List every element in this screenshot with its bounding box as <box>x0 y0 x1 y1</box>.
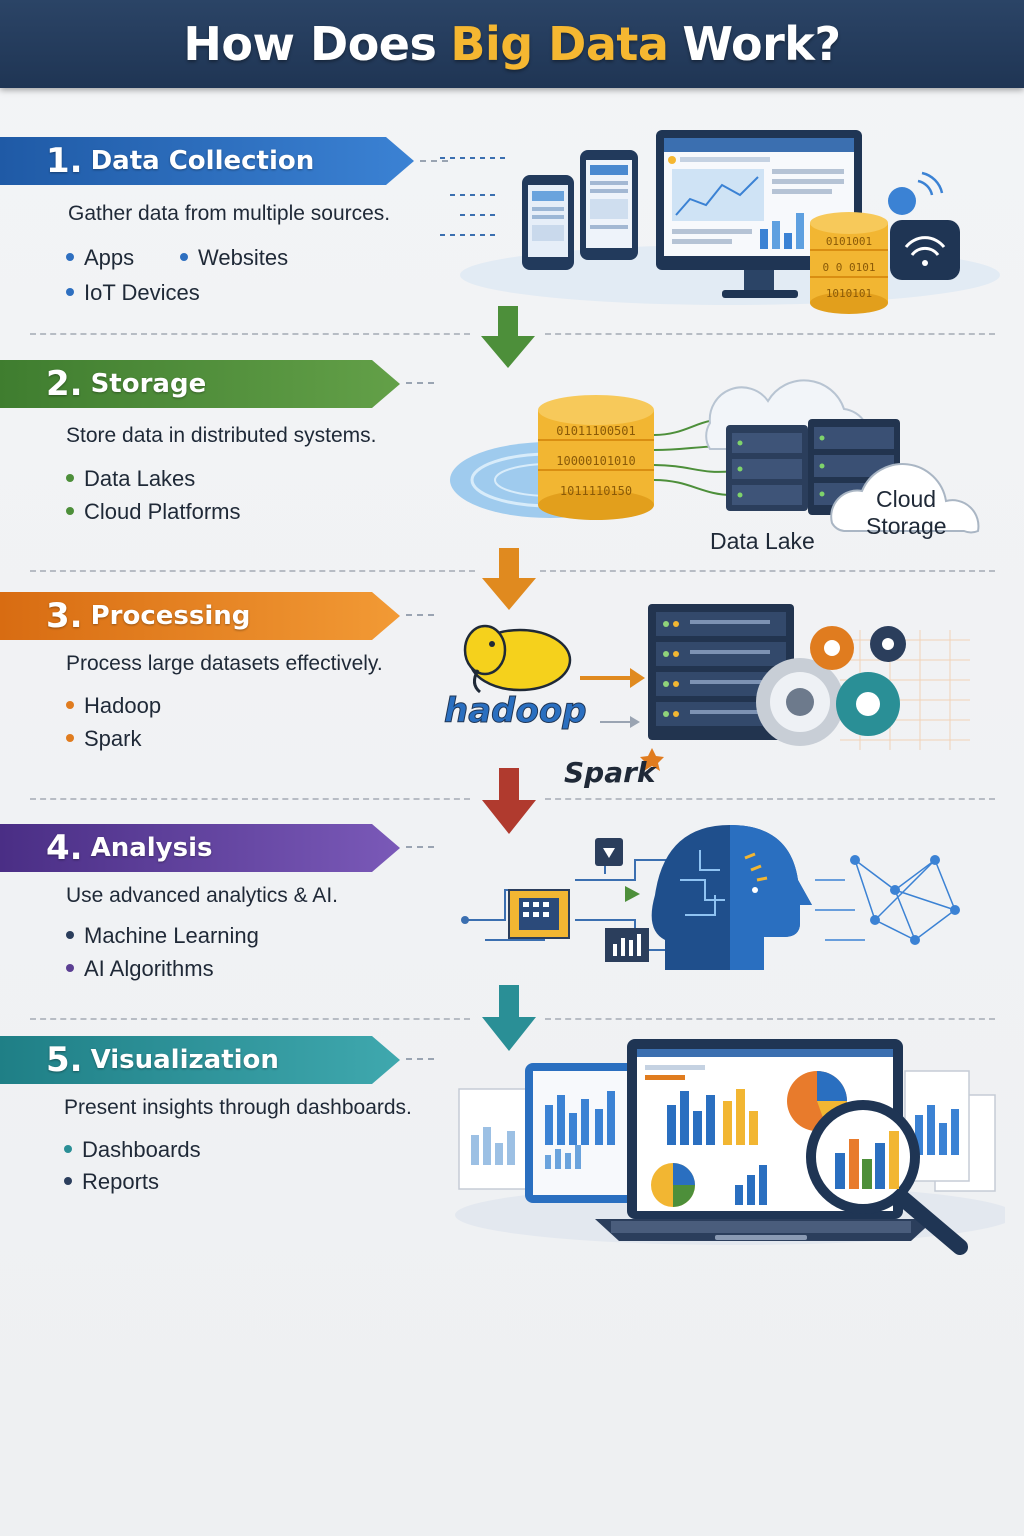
step-label: Data Collection <box>90 146 315 176</box>
cloud-storage-label-line2: Storage <box>866 513 947 539</box>
bullet-item: Dashboards <box>64 1137 201 1163</box>
svg-text:0101001: 0101001 <box>826 235 872 248</box>
title-prefix: How Does <box>183 17 437 71</box>
title-highlight: Big Data <box>450 17 669 71</box>
storage-illustration: 01011100501 10000101010 1011110150 <box>450 379 980 534</box>
down-arrow-icon <box>482 548 536 610</box>
step-label: Analysis <box>90 833 213 863</box>
hadoop-logo-icon <box>463 624 572 694</box>
step-number: 5. <box>46 1040 83 1080</box>
data-lake-label: Data Lake <box>710 528 815 554</box>
ai-head-icon <box>651 825 812 970</box>
bullet-item: Data Lakes <box>66 466 195 492</box>
section-divider <box>30 333 470 335</box>
section-divider <box>545 333 995 335</box>
section-divider <box>30 570 475 572</box>
svg-text:0 0 0101: 0 0 0101 <box>823 261 876 274</box>
spark-logo-text: Spark <box>564 756 658 789</box>
svg-text:10000101010: 10000101010 <box>556 454 635 468</box>
spark-logo-icon <box>640 748 664 771</box>
tablet-icon <box>580 150 638 260</box>
visualization-illustration <box>455 1039 1005 1255</box>
section-divider <box>540 570 995 572</box>
bullet-item: Reports <box>64 1169 159 1195</box>
section-divider <box>30 798 470 800</box>
section-divider <box>30 1018 470 1020</box>
processing-illustration: hadoop <box>444 604 970 789</box>
step-label: Visualization <box>90 1045 279 1075</box>
bullet-item: Websites <box>180 245 288 271</box>
network-graph-icon <box>815 858 956 941</box>
bullet-item: AI Algorithms <box>66 956 214 982</box>
bullet-item: Machine Learning <box>66 923 259 949</box>
chip-icon <box>508 889 570 939</box>
bullet-item: Apps <box>66 245 134 271</box>
magnifier-icon <box>806 1100 968 1255</box>
svg-text:1011110150: 1011110150 <box>560 484 632 498</box>
analysis-illustration <box>461 825 960 970</box>
down-arrow-icon <box>482 768 536 834</box>
arrow-icon <box>580 668 645 728</box>
step-description: Gather data from multiple sources. <box>68 202 391 225</box>
step-description: Store data in distributed systems. <box>66 424 377 447</box>
bullet-item: Cloud Platforms <box>66 499 241 525</box>
cloud-storage-label-line1: Cloud <box>876 486 937 512</box>
down-arrow-icon <box>482 985 536 1051</box>
bullet-item: Spark <box>66 726 141 752</box>
step-number: 4. <box>46 828 83 868</box>
step-label: Storage <box>90 369 207 399</box>
step-banner: 4. Analysis <box>0 824 400 872</box>
wifi-icon <box>888 171 960 280</box>
svg-text:1010101: 1010101 <box>826 287 872 300</box>
step-description: Use advanced analytics & AI. <box>66 884 338 907</box>
gear-icon <box>756 626 906 746</box>
step-number: 1. <box>46 141 83 181</box>
section-divider <box>545 798 995 800</box>
bullet-item: IoT Devices <box>66 280 200 306</box>
step-description: Present insights through dashboards. <box>64 1096 412 1119</box>
step-banner: 1. Data Collection <box>0 137 414 185</box>
section-divider <box>545 1018 995 1020</box>
title-suffix: Work? <box>682 17 841 71</box>
pie-chart-icon <box>651 1163 695 1207</box>
down-arrow-icon <box>481 306 535 368</box>
database-icon: 0101001 0 0 0101 1010101 <box>810 212 888 314</box>
bullet-item: Hadoop <box>66 693 161 719</box>
database-icon: 01011100501 10000101010 1011110150 <box>538 395 654 520</box>
step-label: Processing <box>90 601 251 631</box>
svg-text:01011100501: 01011100501 <box>556 424 635 438</box>
step-banner: 2. Storage <box>0 360 400 408</box>
step-banner: 5. Visualization <box>0 1036 400 1084</box>
step-number: 2. <box>46 364 83 404</box>
step-description: Process large datasets effectively. <box>66 652 383 675</box>
step-number: 3. <box>46 596 83 636</box>
hadoop-logo-text: hadoop <box>444 691 587 731</box>
step-banner: 3. Processing <box>0 592 400 640</box>
data-collection-illustration: 0101001 0 0 0101 1010101 <box>440 130 1000 314</box>
phone-icon <box>522 175 574 270</box>
